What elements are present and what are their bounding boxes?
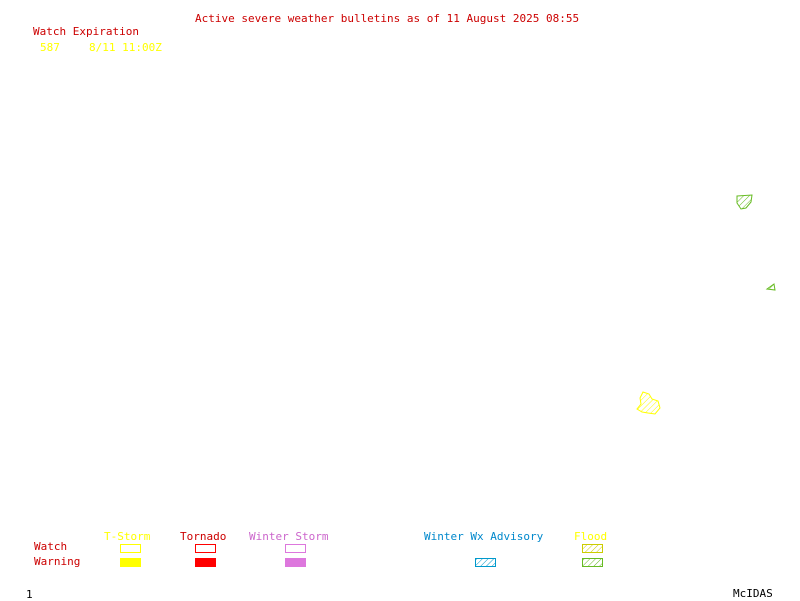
legend-tornado-watch-swatch [195, 544, 216, 553]
legend-tstorm-warning-swatch [120, 558, 141, 567]
bulletin-title: Active severe weather bulletins as of 11… [195, 12, 580, 25]
flood-warning-polygon-1 [736, 194, 753, 210]
legend-tstorm-label: T-Storm [104, 530, 151, 543]
legend-tornado-warning-swatch [195, 558, 216, 567]
legend-winter-storm-label: Winter Storm [249, 530, 329, 543]
frame-number: 1 [26, 588, 33, 601]
watch-expiration-time: 8/11 11:00Z [89, 41, 162, 54]
legend-winter-storm-warning-swatch [285, 558, 306, 567]
legend-winter-storm-watch-swatch [285, 544, 306, 553]
software-label: McIDAS [733, 587, 773, 600]
legend-winter-wx-advisory-swatch [475, 558, 496, 567]
legend-flood-watch-swatch [582, 544, 603, 553]
watch-number: 587 [40, 41, 60, 54]
legend-warning-row-label: Warning [34, 555, 81, 568]
legend-watch-row-label: Watch [34, 540, 68, 553]
legend-tornado-label: Tornado [180, 530, 227, 543]
flood-warning-polygon-2 [765, 283, 776, 291]
watch-expiration-heading: Watch Expiration [33, 25, 139, 38]
tstorm-watch-polygon [636, 391, 661, 415]
legend-flood-warning-swatch [582, 558, 603, 567]
legend-winter-wx-advisory-label: Winter Wx Advisory [424, 530, 544, 543]
legend-flood-label: Flood [574, 530, 608, 543]
legend-tstorm-watch-swatch [120, 544, 141, 553]
